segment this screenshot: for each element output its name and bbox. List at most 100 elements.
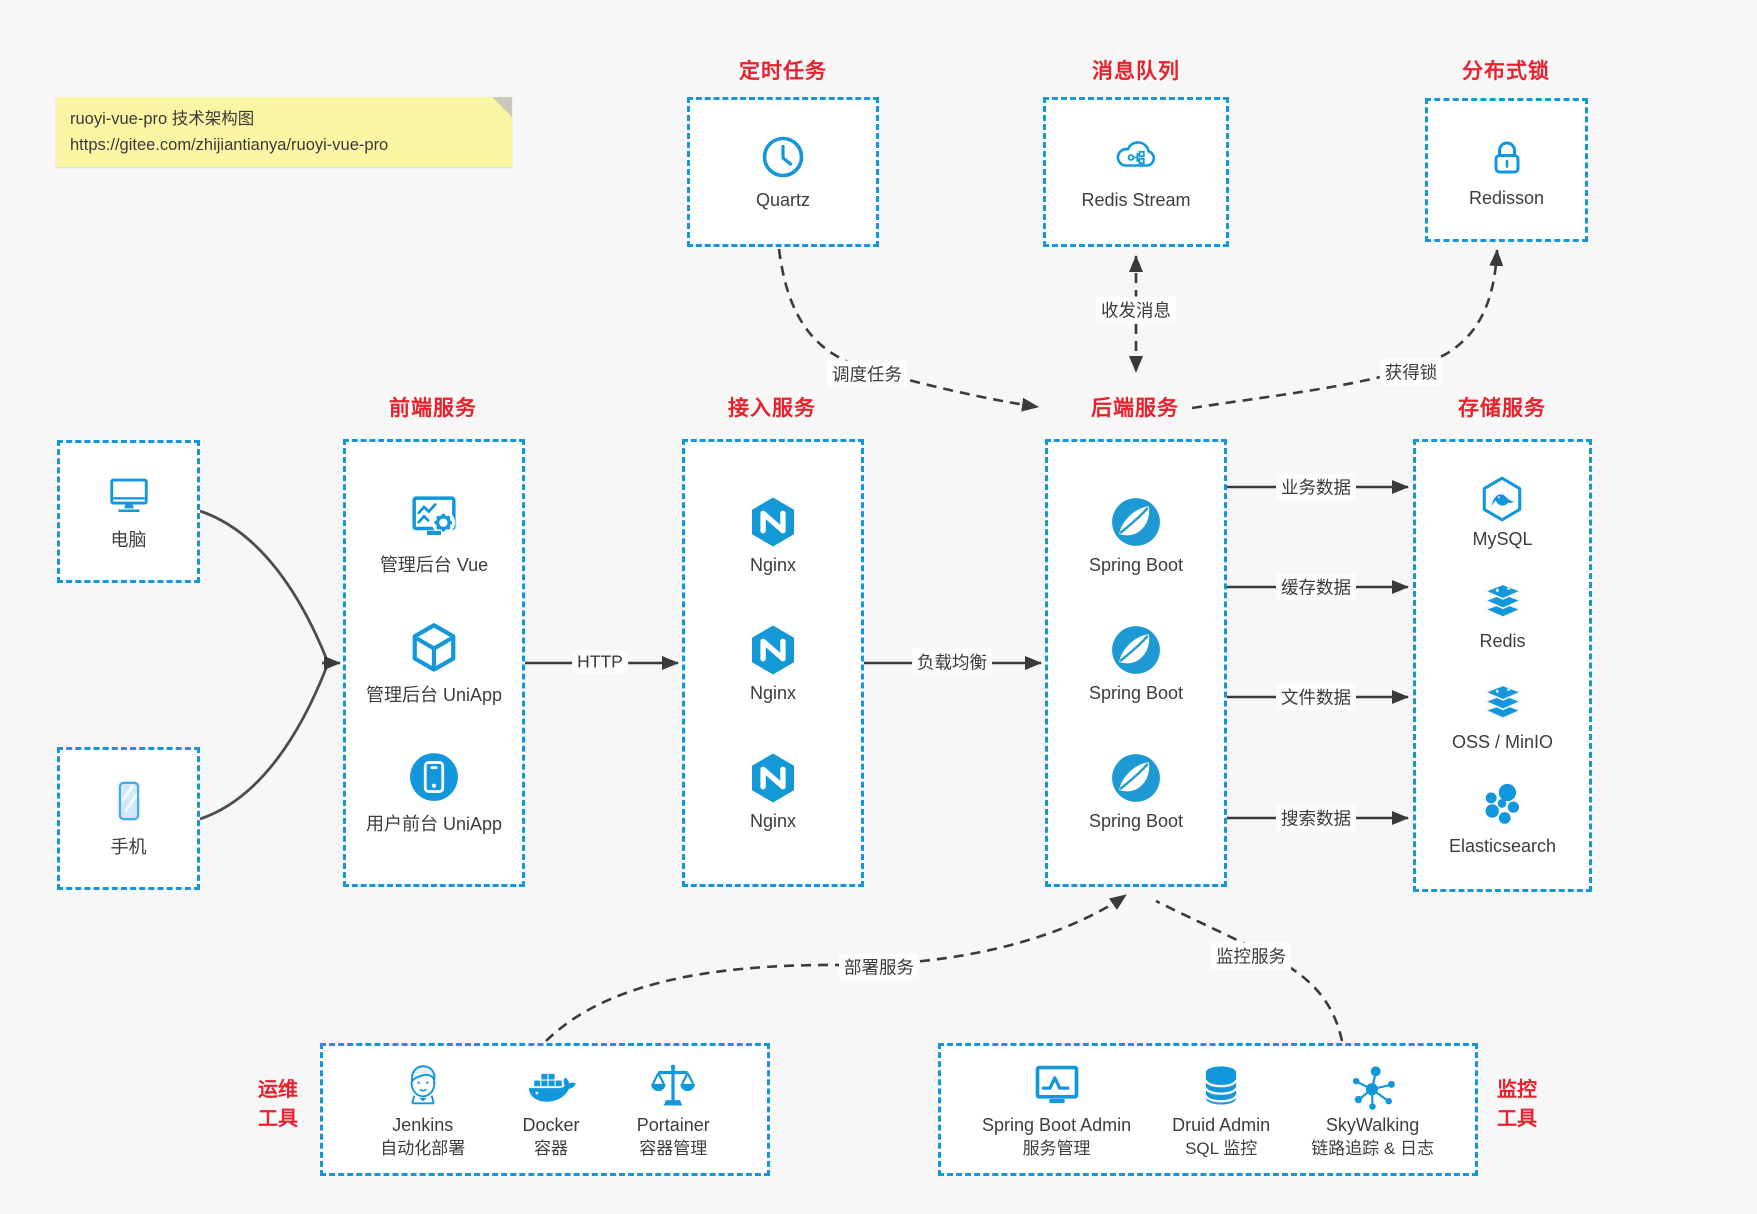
mysql-hexagon-icon: [1477, 474, 1527, 524]
edge-acquire-lock: [1191, 249, 1504, 410]
list-item: Druid Admin SQL 监控: [1172, 1060, 1270, 1160]
smartphone-icon: [106, 778, 152, 824]
title-distributed-lock: 分布式锁: [1462, 60, 1550, 83]
list-item: 管理后台 UniApp: [366, 620, 502, 707]
pc-label: 电脑: [110, 530, 147, 550]
edge-phone-to-frontend: [199, 665, 329, 821]
note-url: https://gitee.com/zhijiantianya/ruoyi-vu…: [70, 135, 389, 154]
nginx-hexagon-icon: [745, 622, 801, 678]
database-icon: [1195, 1060, 1247, 1112]
sticky-note: ruoyi-vue-pro 技术架构图 https://gitee.com/zh…: [56, 97, 512, 167]
jenkins-butler-icon: [397, 1060, 449, 1112]
list-item: Redis: [1478, 576, 1528, 652]
quartz-box: Quartz: [687, 97, 879, 247]
edge-label-deploy-service: 部署服务: [839, 953, 919, 981]
edge-monitor-service: [1155, 899, 1344, 1042]
portainer-desc: 容器管理: [639, 1139, 708, 1159]
list-item: MySQL: [1472, 474, 1533, 550]
edge-label-cache-data: 缓存数据: [1276, 573, 1356, 601]
monitor-tools-side-label: 监控 工具: [1497, 1079, 1537, 1130]
edge-label-load-balance: 负载均衡: [912, 648, 992, 676]
storage-services-box: MySQL Redis OSS / MinIO Elasticsearch: [1413, 439, 1592, 892]
list-item: Spring Boot Admin 服务管理: [982, 1060, 1131, 1160]
title-frontend-services: 前端服务: [389, 397, 477, 420]
spring-leaf-icon: [1108, 494, 1164, 550]
user-uniapp-label: 用户前台 UniApp: [365, 813, 503, 834]
edge-label-file-data: 文件数据: [1276, 683, 1356, 711]
nginx-hexagon-icon: [745, 750, 801, 806]
scales-icon: [647, 1060, 699, 1112]
edge-label-http: HTTP: [572, 650, 628, 674]
jenkins-label: Jenkins: [392, 1114, 454, 1135]
list-item: 用户前台 UniApp: [366, 749, 502, 836]
list-item: Spring Boot: [1089, 622, 1183, 704]
redisson-box: Redisson: [1425, 98, 1588, 242]
list-item: Jenkins 自动化部署: [380, 1060, 465, 1160]
edge-label-send-receive-msg: 收发消息: [1096, 296, 1176, 324]
edge-label-schedule-task: 调度任务: [827, 360, 907, 388]
cluster-icon: [1476, 779, 1528, 831]
padlock-icon: [1483, 131, 1531, 179]
druid-admin-desc: SQL 监控: [1185, 1139, 1258, 1159]
backend-services-box: Spring Boot Spring Boot Spring Boot: [1045, 439, 1227, 887]
list-item: Elasticsearch: [1449, 779, 1556, 857]
phone-label: 手机: [110, 837, 147, 857]
pc-box: 电脑: [57, 440, 200, 583]
spring-boot-admin-desc: 服务管理: [1022, 1139, 1091, 1159]
title-scheduled-tasks: 定时任务: [739, 60, 827, 83]
docker-whale-icon: [525, 1060, 577, 1112]
mysql-label: MySQL: [1472, 528, 1533, 549]
list-item: SkyWalking 链路追踪 & 日志: [1311, 1060, 1434, 1160]
list-item: 管理后台 Vue: [380, 490, 488, 577]
list-item: Docker 容器: [522, 1060, 579, 1160]
list-item: Spring Boot: [1089, 750, 1183, 832]
edge-label-business-data: 业务数据: [1276, 473, 1356, 501]
title-access-services: 接入服务: [728, 397, 816, 420]
quartz-label: Quartz: [755, 190, 811, 210]
cloud-stream-icon: [1112, 133, 1160, 181]
redis-stack-icon: [1478, 576, 1528, 626]
list-item: Portainer 容器管理: [637, 1060, 710, 1160]
elasticsearch-label: Elasticsearch: [1448, 836, 1557, 857]
note-title: ruoyi-vue-pro 技术架构图: [70, 110, 255, 128]
title-storage-services: 存储服务: [1458, 397, 1546, 420]
redis-stream-label: Redis Stream: [1081, 190, 1191, 210]
docker-desc: 容器: [533, 1139, 568, 1159]
monitor-tools-box: Spring Boot Admin 服务管理 Druid Admin SQL 监…: [938, 1043, 1478, 1176]
spring-boot-label: Spring Boot: [1088, 683, 1184, 703]
edge-label-acquire-lock: 获得锁: [1379, 358, 1443, 386]
redis-stack-icon: [1478, 677, 1528, 727]
monitor-pulse-icon: [1031, 1060, 1083, 1112]
list-item: Nginx: [745, 494, 801, 576]
spring-boot-label: Spring Boot: [1088, 811, 1184, 831]
phone-box: 手机: [57, 747, 200, 890]
access-services-box: Nginx Nginx Nginx: [682, 439, 864, 887]
frontend-services-box: 管理后台 Vue 管理后台 UniApp 用户前台 UniApp: [343, 439, 525, 887]
list-item: Spring Boot: [1089, 494, 1183, 576]
druid-admin-label: Druid Admin: [1172, 1114, 1271, 1135]
redisson-label: Redisson: [1468, 188, 1545, 208]
nginx-hexagon-icon: [745, 494, 801, 550]
title-backend-services: 后端服务: [1091, 397, 1179, 420]
spring-boot-admin-label: Spring Boot Admin: [982, 1114, 1132, 1135]
edge-label-monitor-service: 监控服务: [1211, 942, 1291, 970]
desktop-icon: [106, 471, 152, 517]
admin-vue-label: 管理后台 Vue: [379, 555, 489, 576]
nginx-label: Nginx: [749, 683, 797, 703]
ops-tools-side-label: 运维 工具: [258, 1079, 298, 1130]
ops-tools-box: Jenkins 自动化部署 Docker 容器 Portainer 容器管理: [320, 1043, 770, 1176]
admin-uniapp-label: 管理后台 UniApp: [365, 684, 503, 705]
oss-minio-label: OSS / MinIO: [1451, 732, 1554, 753]
spring-leaf-icon: [1108, 750, 1164, 806]
cube-icon: [406, 620, 462, 676]
molecule-icon: [1347, 1060, 1399, 1112]
portainer-label: Portainer: [636, 1114, 710, 1135]
edge-deploy-service: [545, 893, 1127, 1042]
list-item: OSS / MinIO: [1452, 677, 1553, 753]
list-item: Nginx: [745, 750, 801, 832]
spring-leaf-icon: [1108, 622, 1164, 678]
jenkins-desc: 自动化部署: [380, 1139, 466, 1159]
redis-stream-box: Redis Stream: [1043, 97, 1229, 247]
skywalking-label: SkyWalking: [1325, 1114, 1420, 1135]
